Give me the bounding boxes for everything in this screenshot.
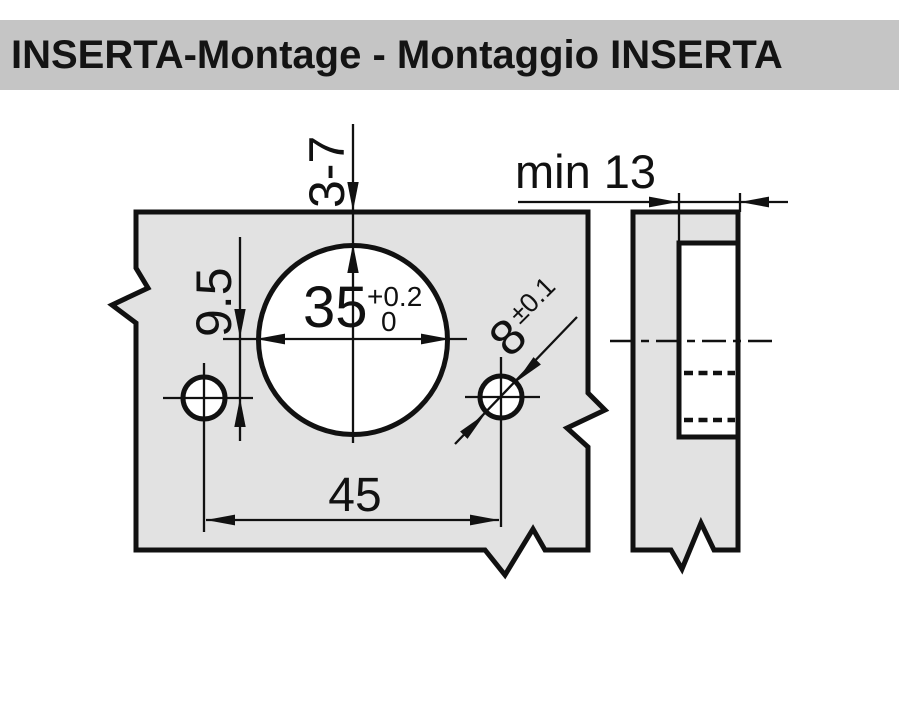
cup-to-hole-arrow-up	[234, 398, 246, 427]
cup-diameter-label: 35	[303, 275, 368, 340]
min-depth-label: min 13	[515, 145, 656, 198]
arrowheads	[206, 182, 769, 526]
cup-to-hole-arrow-down	[234, 309, 246, 338]
page-title: INSERTA-Montage - Montaggio INSERTA	[11, 32, 783, 77]
cup-hole-circle	[256, 243, 450, 437]
dimension-labels: 3-7 9.5 35 +0.2 0 45 min 13 8 ±0.1	[186, 136, 656, 522]
cup-diameter-arrow-left	[256, 333, 285, 345]
panel-outlines	[107, 209, 741, 580]
screw-hole-left-circle	[180, 374, 228, 422]
cup-depth-recess-outline	[676, 240, 741, 440]
hole-spacing-label: 45	[328, 469, 381, 522]
cup-diameter-tolerance-lower: 0	[381, 306, 397, 337]
screw-hole-diameter-arrow-upper	[516, 357, 541, 382]
cup-to-screw-hole-label: 9.5	[186, 267, 242, 337]
min-depth-arrow-right	[649, 196, 678, 208]
screw-hole-diameter-arrow-lower	[460, 414, 485, 439]
screw-hole-right-circle	[477, 373, 525, 421]
edge-distance-arrow-up	[347, 244, 359, 273]
hole-spacing-arrow-left	[206, 514, 235, 526]
hole-spacing-arrow-right	[470, 514, 499, 526]
edge-distance-arrow-down	[347, 182, 359, 211]
front-view-panel-outline	[107, 209, 610, 580]
cup-diameter-tolerance-upper: +0.2	[367, 281, 422, 312]
cup-diameter-arrow-right	[421, 333, 450, 345]
min-depth-arrow-left	[740, 196, 769, 208]
edge-distance-label: 3-7	[299, 136, 355, 208]
title-bar: INSERTA-Montage - Montaggio INSERTA	[0, 20, 899, 90]
